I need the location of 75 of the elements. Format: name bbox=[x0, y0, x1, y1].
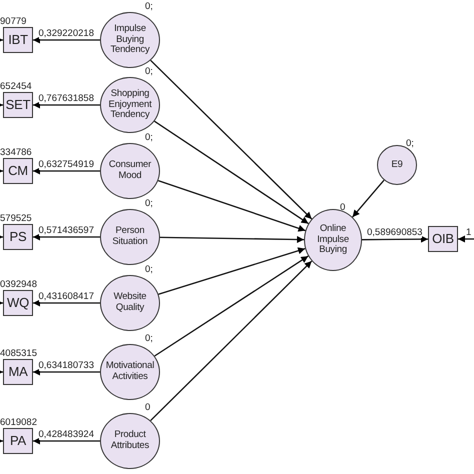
node-label: CM bbox=[8, 164, 28, 178]
node-label: MA bbox=[8, 364, 28, 380]
arrow bbox=[33, 168, 100, 174]
arrow bbox=[33, 234, 100, 240]
arrow bbox=[0, 438, 3, 444]
variance-value: 652454 bbox=[0, 82, 32, 92]
node-label: Shopping Enjoyment Tendency bbox=[107, 89, 153, 121]
edge-label: 0,632754919 bbox=[38, 160, 94, 170]
arrow bbox=[33, 300, 100, 306]
intercept-value: 0; bbox=[145, 265, 153, 274]
arrow bbox=[0, 36, 3, 44]
edge-label: 0,431608417 bbox=[38, 292, 94, 302]
node-label: Person Situation bbox=[111, 226, 149, 248]
node-label: Consumer Mood bbox=[108, 160, 152, 182]
intercept-value: 0; bbox=[145, 67, 153, 76]
variance-value: 579525 bbox=[0, 214, 32, 224]
observed-variable-box bbox=[3, 92, 33, 118]
observed-variable-box bbox=[3, 428, 33, 454]
edge-label: 0,634180733 bbox=[38, 361, 94, 370]
node-label: IBT bbox=[8, 32, 28, 48]
arrow bbox=[0, 300, 3, 306]
observed-variable-box bbox=[3, 158, 33, 184]
intercept-value: 0; bbox=[145, 2, 153, 12]
variance-value: 1 bbox=[466, 228, 472, 238]
variance-value: 4085315 bbox=[0, 349, 37, 358]
edge-label: 0,589690853 bbox=[366, 228, 422, 238]
variance-value: 90779 bbox=[0, 17, 26, 26]
variance-value: 334786 bbox=[0, 148, 32, 158]
node-label: SET bbox=[6, 98, 30, 112]
arrow bbox=[158, 247, 306, 295]
intercept-value: 0 bbox=[145, 403, 150, 412]
arrow bbox=[352, 180, 384, 218]
node-label: Motivational Activities bbox=[104, 361, 156, 383]
observed-variable-box bbox=[3, 27, 33, 53]
node-label: PS bbox=[10, 230, 26, 244]
node-label: Impulse Buying Tendency bbox=[109, 24, 151, 56]
arrow bbox=[458, 236, 474, 242]
arrow bbox=[150, 60, 312, 220]
intercept-value: 0; bbox=[145, 334, 153, 344]
node-label: Online Impulse Buying bbox=[316, 224, 350, 256]
observed-variable-box bbox=[3, 359, 33, 385]
arrow bbox=[150, 260, 312, 422]
arrow bbox=[154, 256, 309, 357]
arrow bbox=[0, 168, 3, 174]
edge-label: 0,767631858 bbox=[38, 94, 94, 104]
node-label: WQ bbox=[7, 296, 29, 310]
intercept-value: 0; bbox=[145, 133, 153, 142]
variance-value: 0392948 bbox=[0, 280, 37, 290]
arrow bbox=[33, 438, 100, 444]
arrow bbox=[154, 120, 309, 224]
variance-value: 6019082 bbox=[0, 418, 37, 428]
arrow bbox=[0, 234, 3, 240]
arrow bbox=[33, 368, 100, 376]
node-label: Product Attributes bbox=[110, 430, 150, 452]
arrow bbox=[0, 102, 3, 108]
node-label: PA bbox=[10, 434, 26, 448]
observed-variable-box bbox=[3, 224, 33, 250]
intercept-value: 0 bbox=[340, 203, 346, 212]
arrow bbox=[158, 180, 306, 232]
node-label: Website Quality bbox=[112, 292, 148, 314]
observed-variable-box bbox=[428, 226, 458, 252]
node-label: OIB bbox=[432, 232, 454, 246]
latent-variable-ellipse bbox=[304, 209, 362, 271]
observed-variable-box bbox=[3, 290, 33, 316]
intercept-value: 0; bbox=[145, 199, 153, 208]
node-label: E9 bbox=[391, 160, 403, 170]
edge-label: 0,428483924 bbox=[38, 430, 94, 440]
intercept-value: 0; bbox=[406, 139, 414, 148]
arrow bbox=[160, 236, 304, 243]
arrow bbox=[33, 102, 100, 108]
edge-label: 0,571436597 bbox=[38, 226, 94, 236]
arrow bbox=[0, 368, 3, 376]
arrow bbox=[33, 36, 100, 44]
edge-label: 0,329220218 bbox=[38, 29, 94, 38]
arrow bbox=[362, 236, 428, 243]
